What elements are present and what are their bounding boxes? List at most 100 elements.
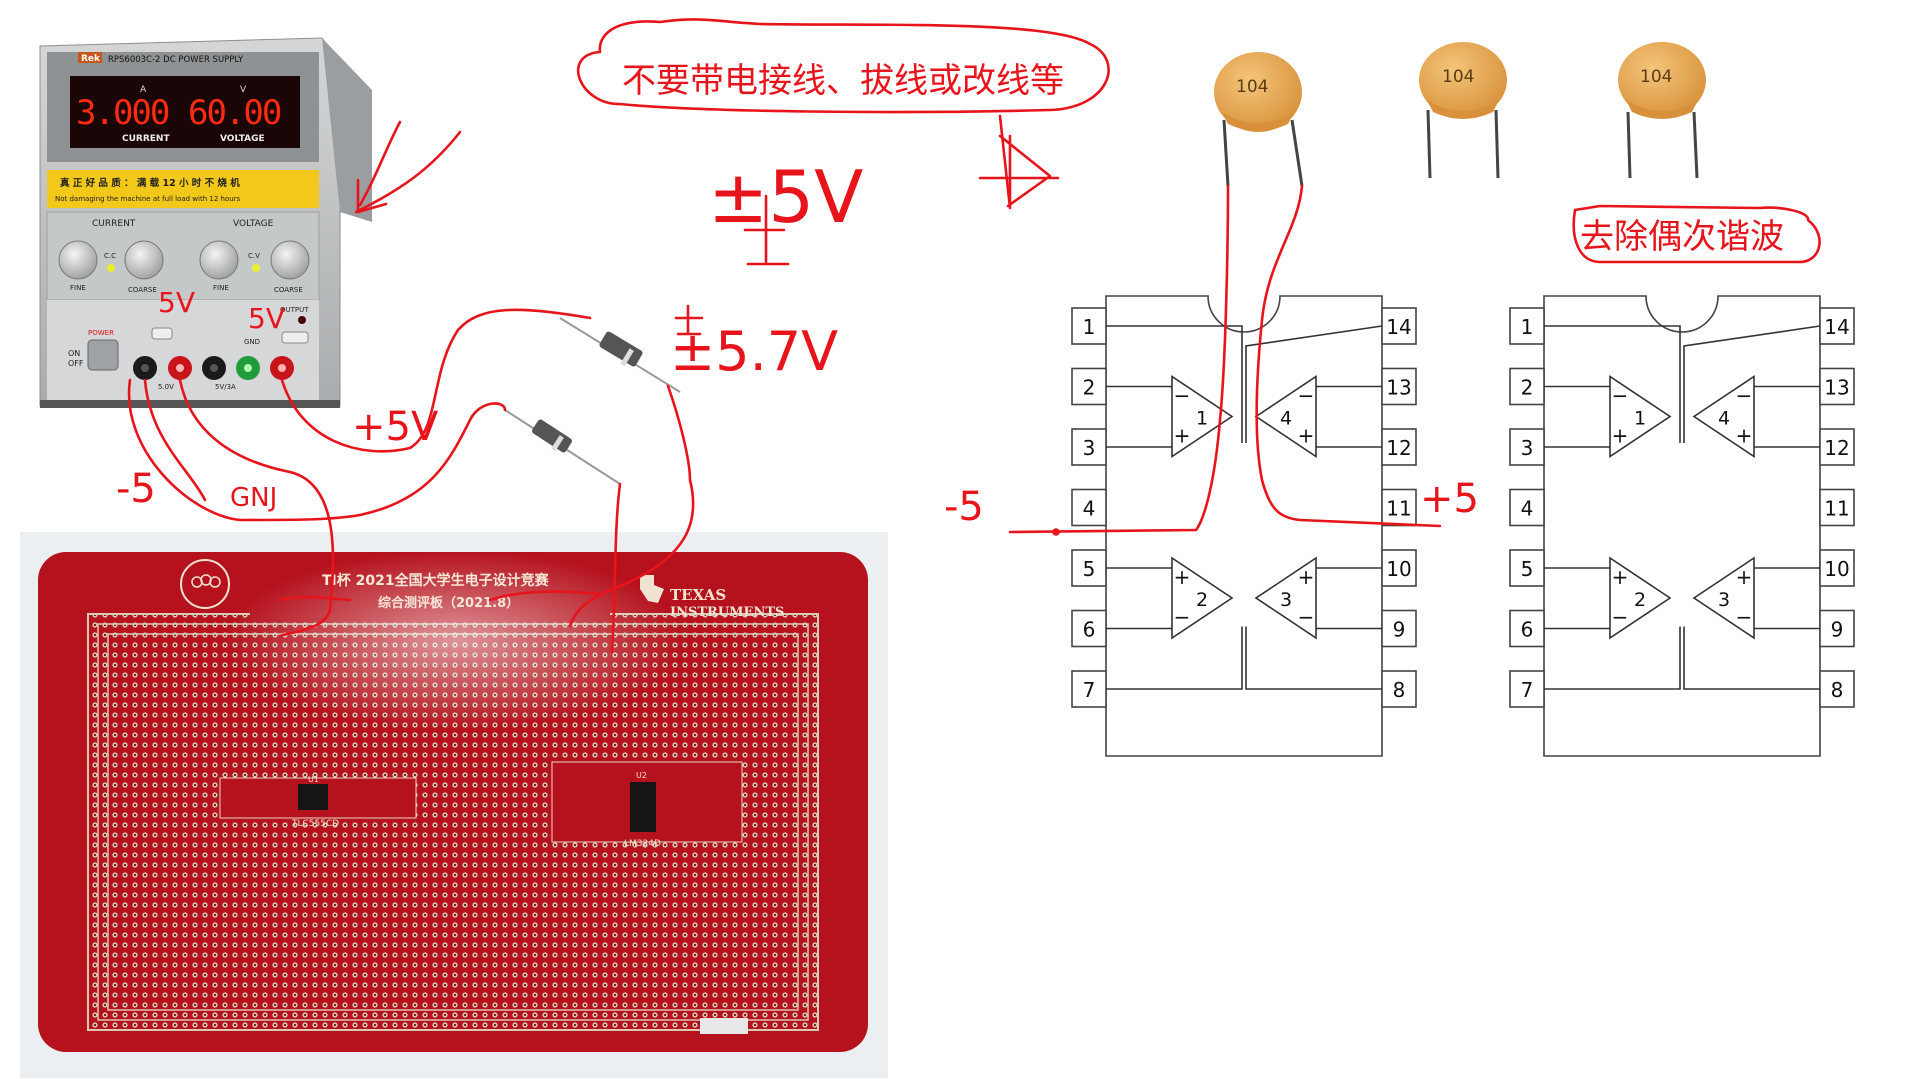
opamp-3-in-top: + [1298,565,1315,589]
pin-5 [1071,549,1107,587]
opamp-2-in-bot: − [1174,605,1191,629]
wire-diode-upper [568,384,695,628]
cap-label-1: 104 [1236,77,1268,97]
current-coarse-knob[interactable] [124,240,164,280]
opamp-2-in-top: + [1174,565,1191,589]
svg-text:COARSE: COARSE [274,286,303,294]
opamp-4-in-bot: + [1736,424,1753,448]
svg-text:U1: U1 [308,775,319,784]
brand-logo [78,52,102,63]
cap-label-2: 104 [1442,67,1474,87]
pin-8-label: 8 [1831,678,1844,702]
pin-4 [1071,488,1107,527]
pm5v-label: ±5V [708,155,863,239]
opamp-4-symbol [1692,375,1755,458]
opamp-2-number: 2 [1196,589,1208,611]
brand-text: Rek [81,54,101,64]
pin-9-label: 9 [1831,618,1844,642]
opamp-3-symbol [1692,556,1755,640]
fixed-output-switch[interactable] [151,327,173,340]
pin-13-label: 13 [1824,376,1849,400]
pin-7-label: 7 [1521,678,1534,702]
opamp-3-number: 3 [1718,589,1730,611]
svg-text:POWER: POWER [88,329,114,337]
pin-11-label: 11 [1824,497,1849,521]
pin-3-label: 3 [1083,436,1096,460]
current-fine-knob[interactable] [58,240,98,280]
ink-annotations [127,18,1821,654]
pin-12 [1381,428,1417,466]
voltage-fine-knob[interactable] [199,240,239,280]
svg-text:真 正 好 品 质 ： 满 载 12 小 时 不 烧 机: 真 正 好 品 质 ： 满 载 12 小 时 不 烧 机 [60,177,240,189]
wire-neg5 [143,378,207,502]
pin-13-label: 13 [1386,376,1411,400]
pin-1-label: 1 [1521,315,1534,339]
harmonic-cloud [1572,204,1821,264]
svg-text:Not damaging the machine at fu: Not damaging the machine at full load wi… [55,195,241,203]
plus5-right: +5 [1420,476,1479,522]
opamp-4-in-bot: + [1298,424,1315,448]
pin-4 [1509,488,1545,527]
svg-text:CURRENT: CURRENT [122,134,170,144]
pin-2-label: 2 [1083,376,1096,400]
opamp-2-symbol [1609,556,1672,640]
pin-10 [1819,549,1855,587]
even-harmonic-text: 去除偶次谐波 [1580,217,1784,257]
diode-upper [559,317,681,393]
power-button[interactable] [87,339,119,371]
pin-5-label: 5 [1083,557,1096,581]
opamp-4-number: 4 [1718,408,1730,430]
pin-5-label: 5 [1521,557,1534,581]
pin-1-label: 1 [1083,315,1096,339]
opamp-3-in-top: + [1736,565,1753,589]
neg5-right: -5 [944,484,984,530]
svg-text:TLC555CD: TLC555CD [291,819,339,829]
opamp-4-in-top: − [1298,384,1315,408]
pin-4-label: 4 [1083,497,1096,521]
pin-11-label: 11 [1386,497,1411,521]
wire-gnd [178,378,335,638]
pin-10-label: 10 [1386,557,1411,581]
diode-lower [504,409,621,485]
pin-10-label: 10 [1824,557,1849,581]
current-readout: 3.000 [76,93,169,133]
opamp-4-in-top: − [1736,384,1753,408]
gnd-label: GNJ [230,483,277,513]
voltage-coarse-knob[interactable] [270,240,310,280]
pin-6 [1071,609,1107,648]
svg-text:GND: GND [244,338,260,346]
pin-5 [1509,549,1545,587]
opamp-1-number: 1 [1634,408,1646,430]
capacitor-2: 104 [1419,42,1507,179]
svg-text:OUTPUT: OUTPUT [280,306,309,314]
svg-text:C.C: C.C [104,252,116,260]
svg-text:INSTRUMENTS: INSTRUMENTS [670,605,784,620]
pin-7 [1509,670,1545,708]
pin-12-label: 12 [1386,436,1411,460]
wire-plus5 [280,308,592,453]
opamp-4-number: 4 [1280,408,1292,430]
opamp-1-in-top: − [1174,384,1191,408]
pin-6-label: 6 [1083,618,1096,642]
pin-2 [1509,367,1545,406]
opamp-4-symbol [1254,375,1317,458]
output-switch[interactable] [281,331,309,344]
cap-label-3: 104 [1640,67,1672,87]
pin-1 [1071,307,1107,345]
opamp-2-in-bot: − [1612,605,1629,629]
svg-text:ON: ON [68,349,80,358]
svg-text:A: A [140,85,147,95]
warning-cloud [577,18,1110,114]
svg-text:VOLTAGE: VOLTAGE [233,219,274,229]
pin-14-label: 14 [1824,315,1849,339]
wire-minus [127,378,507,522]
cc-indicator [107,264,115,272]
svg-text:C.V: C.V [248,252,260,260]
svg-text:FINE: FINE [70,284,86,292]
neg5-label: -5 [116,466,156,512]
opamp-1-symbol [1609,375,1672,458]
opamp-1-number: 1 [1196,408,1208,430]
opamp-1-in-top: − [1612,384,1629,408]
u1-footprint: U1 TLC555CD [219,775,417,829]
